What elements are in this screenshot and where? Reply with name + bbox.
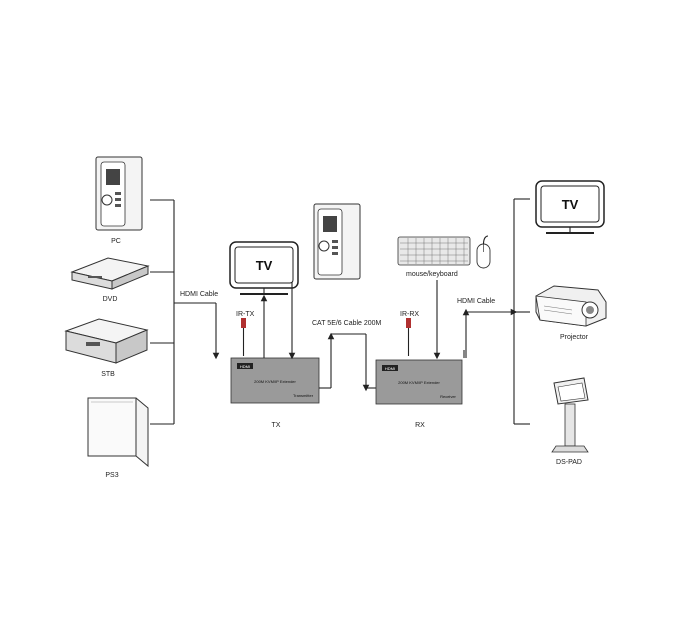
dvd-icon: [70, 257, 150, 290]
rx-unit-sub: Receiver: [440, 394, 456, 399]
rx-unit-title: 200M KVM/IP Extender: [398, 380, 440, 385]
tv-left-label: TV: [256, 258, 273, 273]
tv-right-icon: [535, 180, 605, 234]
dvd-label: DVD: [103, 296, 118, 303]
rx-label: RX: [415, 422, 425, 429]
ds-pad-label: DS-PAD: [556, 459, 582, 466]
pc-icon: [95, 156, 143, 231]
ds-pad-icon: [551, 377, 589, 453]
tx-brand: HDMI: [240, 364, 250, 369]
tx-unit-title: 200M KVM/IP Extender: [254, 379, 296, 384]
right-display-bus: [462, 198, 530, 425]
ir-rx-label: IR-RX: [400, 311, 419, 318]
ir-rx-sensor-icon: [406, 318, 411, 356]
tv-left-icon: [229, 241, 299, 295]
tx-unit: [230, 357, 320, 404]
projector-icon: [535, 285, 607, 327]
ps3-icon: [87, 397, 149, 468]
mouse-keyboard-label: mouse/keyboard: [406, 271, 458, 278]
tx-label: TX: [272, 422, 281, 429]
pc-label: PC: [111, 238, 121, 245]
left-source-bus: [150, 199, 220, 425]
ir-tx-sensor-icon: [241, 318, 246, 356]
stb-icon: [64, 318, 149, 364]
tx-unit-sub: Transmitter: [293, 393, 314, 398]
tv-right-label: TV: [562, 197, 579, 212]
hdmi-cable-right-label: HDMI Cable: [457, 298, 495, 305]
projector-label: Projector: [560, 334, 589, 341]
pc-tx-side-icon: [313, 203, 361, 280]
mouse-icon: [476, 235, 491, 269]
ps3-label: PS3: [105, 472, 118, 479]
hdmi-cable-left-label: HDMI Cable: [180, 291, 218, 298]
ir-tx-label: IR-TX: [236, 311, 255, 318]
rx-unit: [375, 359, 463, 405]
stb-label: STB: [101, 371, 115, 378]
cat-cable-line: [319, 332, 376, 392]
cat-cable-label: CAT 5E/6 Cable 200M: [312, 320, 382, 327]
keyboard-icon: [397, 236, 471, 266]
rx-brand: HDMI: [385, 366, 395, 371]
